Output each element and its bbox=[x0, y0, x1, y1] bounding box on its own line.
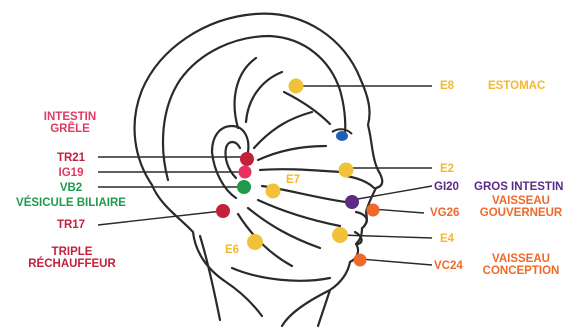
point-label-tr21: TR21 bbox=[48, 152, 94, 164]
point-label-ig19: IG19 bbox=[48, 167, 94, 179]
point-label-e2: E2 bbox=[440, 163, 454, 175]
acupoint-e6 bbox=[247, 234, 263, 250]
acupoint-vb2 bbox=[237, 180, 251, 194]
meridian-label-estomac: ESTOMAC bbox=[488, 80, 545, 92]
meridian-label-intestin-grele: INTESTIN GRÊLE bbox=[30, 111, 110, 135]
acupoint-tr21 bbox=[240, 152, 254, 166]
point-label-vg26: VG26 bbox=[430, 207, 459, 219]
meridian-label-gros-intestin: GROS INTESTIN bbox=[474, 181, 563, 193]
acupoint-e8 bbox=[289, 79, 304, 94]
point-label-vc24: VC24 bbox=[434, 260, 463, 272]
acupoint-tr17 bbox=[216, 204, 230, 218]
acupoint-vc24 bbox=[354, 254, 367, 267]
leader-vg26 bbox=[372, 209, 424, 213]
acupoint-vg26 bbox=[367, 204, 380, 217]
point-label-e6: E6 bbox=[225, 244, 239, 256]
skull-inner-line bbox=[163, 36, 345, 180]
leader-gi20 bbox=[352, 186, 432, 200]
leader-e4 bbox=[340, 235, 432, 238]
leader-tr17 bbox=[98, 211, 222, 225]
acupoint-ig19 bbox=[239, 166, 252, 179]
point-label-e4: E4 bbox=[440, 233, 454, 245]
acupoint-e7 bbox=[266, 184, 281, 199]
point-label-tr17: TR17 bbox=[48, 219, 94, 231]
point-label-gi20: GI20 bbox=[434, 181, 459, 193]
meridian-label-vaisseau-gouverneur: VAISSEAU GOUVERNEUR bbox=[478, 195, 564, 219]
jaw-line bbox=[232, 268, 330, 281]
acupoint-e4 bbox=[332, 227, 348, 243]
meridian-label-vesicule-biliaire: VÉSICULE BILIAIRE bbox=[8, 197, 134, 209]
acupoint-gi20 bbox=[345, 195, 359, 209]
leader-vc24 bbox=[360, 259, 432, 265]
eye bbox=[336, 131, 348, 141]
meridian-label-triple-rechauffeur: TRIPLE RÉCHAUFFEUR bbox=[22, 246, 122, 270]
nose-line bbox=[346, 176, 374, 188]
meridian-label-vaisseau-conception: VAISSEAU CONCEPTION bbox=[478, 253, 564, 277]
point-label-e8: E8 bbox=[440, 80, 454, 92]
point-label-vb2: VB2 bbox=[48, 182, 94, 194]
acupoint-e2 bbox=[339, 163, 354, 178]
neck-back bbox=[200, 236, 220, 320]
point-label-e7: E7 bbox=[286, 174, 300, 186]
